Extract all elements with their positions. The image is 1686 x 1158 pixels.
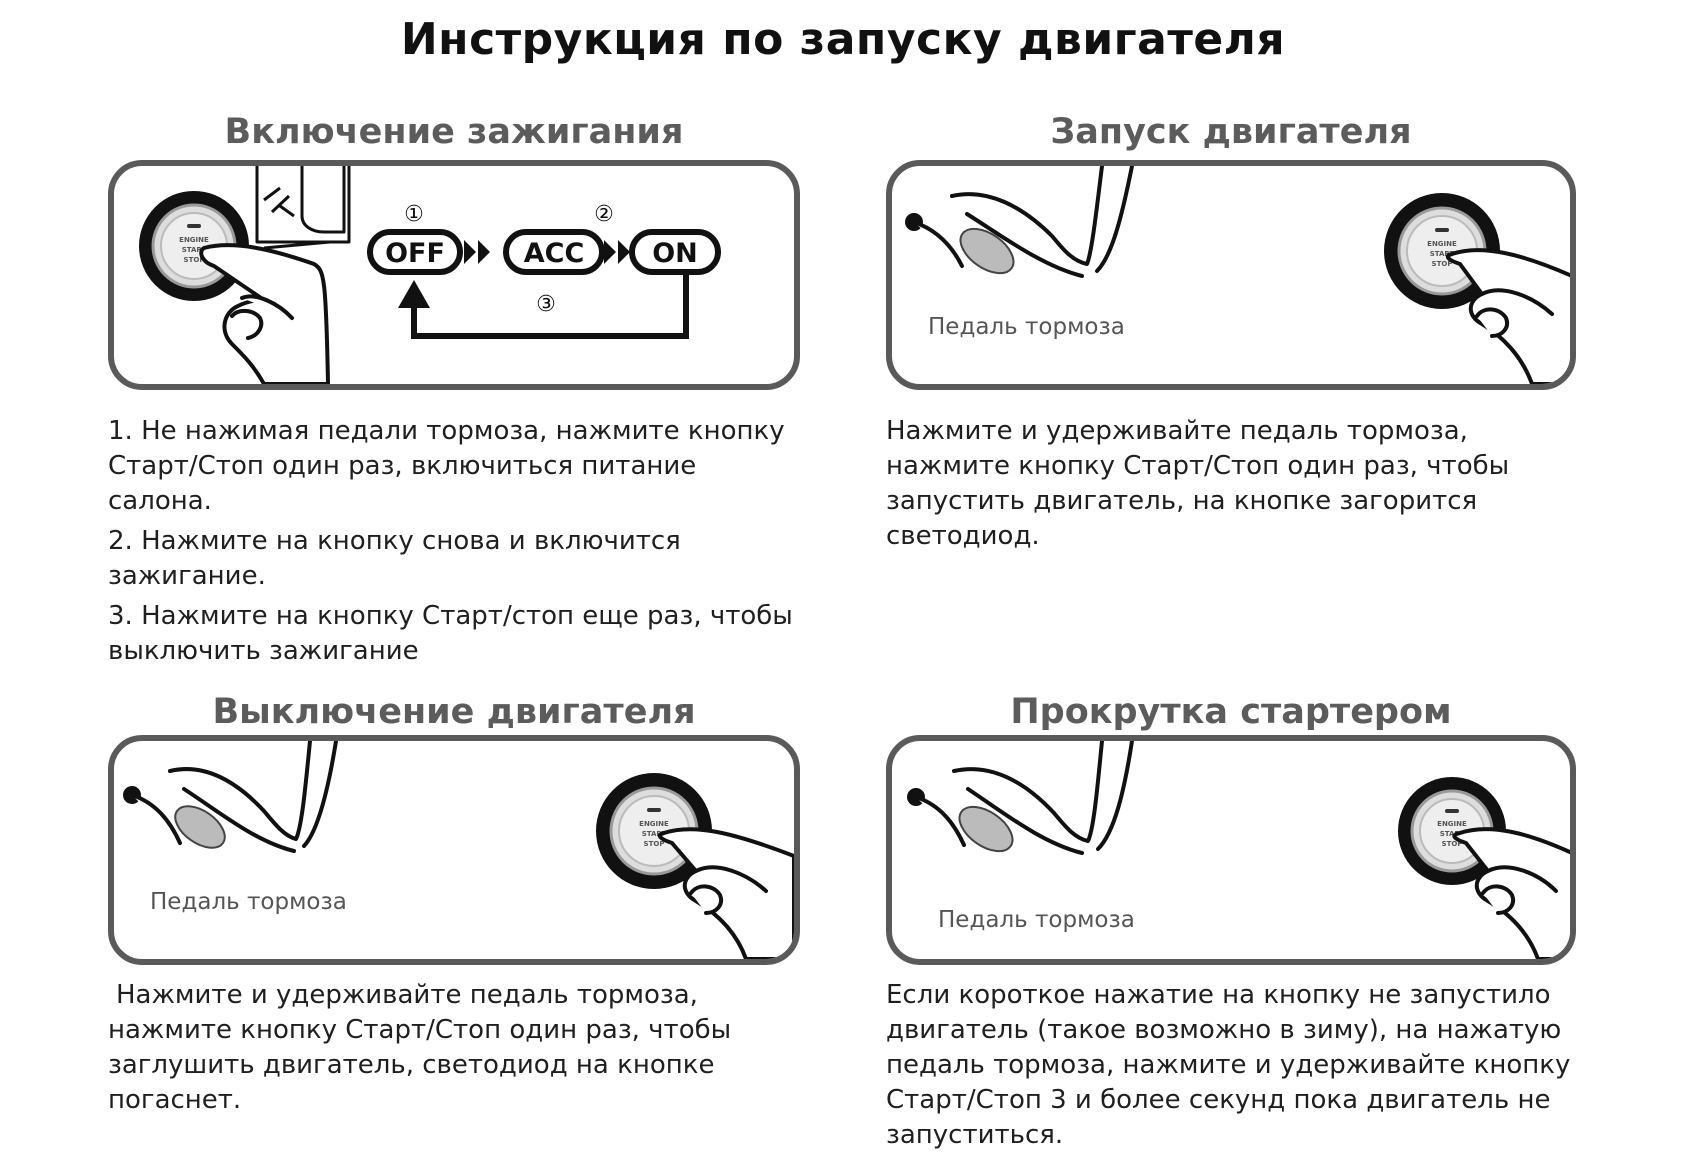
crank-diagram: ENGINE START STOP [907,741,1570,959]
brake-pedal-foot-icon [123,741,338,853]
brake-pedal-foot-icon [905,166,1134,278]
hand-icon [1452,827,1570,959]
ignition-step-2: 2. Нажмите на кнопку снова и включится з… [108,526,681,591]
ignition-instructions: 1. Не нажимая педали тормоза, нажмите кн… [108,414,808,674]
page-title: Инструкция по запуску двигателя [400,14,1286,65]
state-acc-box [503,229,605,275]
hand-icon [657,827,794,959]
stop-diagram-panel: ENGINE START STOP Педаль тормоза [108,735,800,965]
ignition-state-flow: ① ② OFF ACC ON ③ [367,202,721,339]
double-arrow-icon [464,240,490,264]
step-1-label: ① [404,202,424,227]
state-off-box [367,229,463,275]
brake-pedal-label: Педаль тормоза [938,907,1135,933]
button-text-start: START [1440,830,1465,838]
start-stop-button-icon: ENGINE START STOP [596,773,712,889]
stop-diagram: ENGINE START STOP [123,741,794,959]
start-stop-button-icon: ENGINE START STOP [1384,193,1500,309]
brake-pedal-label: Педаль тормоза [150,889,347,915]
button-text-stop: STOP [184,256,205,264]
button-text-start: START [182,246,207,254]
button-text-engine: ENGINE [179,236,209,244]
start-instructions: Нажмите и удерживайте педаль тормоза, на… [886,416,1510,551]
ignition-step-3: 3. Нажмите на кнопку Старт/стоп еще раз,… [108,601,793,666]
ignition-step-1: 1. Не нажимая педали тормоза, нажмите кн… [108,416,785,516]
foot-no-brake-icon [255,166,351,250]
state-on-box [629,229,721,275]
button-text-stop: STOP [644,840,665,848]
section-title-crank: Прокрутка стартером [1010,692,1452,732]
section-title-stop: Выключение двигателя [212,692,696,732]
button-text-stop: STOP [1432,260,1453,268]
button-text-stop: STOP [1442,840,1463,848]
hand-icon [199,243,330,384]
return-arrow-line [411,272,689,339]
section-title-start: Запуск двигателя [1050,112,1412,152]
ignition-diagram-panel: ENGINE START STOP ① ② OFF ACC [108,160,800,390]
step-3-label: ③ [536,292,556,317]
brake-pedal-label: Педаль тормоза [928,314,1125,340]
section-title-ignition: Включение зажигания [224,112,684,152]
brake-pedal-foot-icon [907,741,1134,855]
crank-diagram-panel: ENGINE START STOP Педаль тормоза [886,735,1576,965]
crank-instructions: Если короткое нажатие на кнопку не запус… [886,980,1571,1150]
state-acc: ACC [524,238,585,269]
stop-instructions: Нажмите и удерживайте педаль тормоза, на… [108,980,732,1115]
button-text-engine: ENGINE [1437,820,1467,828]
ignition-diagram: ENGINE START STOP ① ② OFF ACC [139,166,721,384]
button-text-start: START [642,830,667,838]
start-diagram: ENGINE START STOP [905,166,1570,384]
state-on: ON [652,238,698,269]
up-arrow-icon [398,280,430,308]
hand-icon [1445,248,1570,384]
button-text-engine: ENGINE [1427,240,1457,248]
state-off: OFF [385,238,445,269]
start-diagram-panel: ENGINE START STOP Педаль тормоза [886,160,1576,390]
step-2-label: ② [594,202,614,227]
button-text-engine: ENGINE [639,820,669,828]
button-text-start: START [1430,250,1455,258]
double-arrow-icon [604,240,630,264]
